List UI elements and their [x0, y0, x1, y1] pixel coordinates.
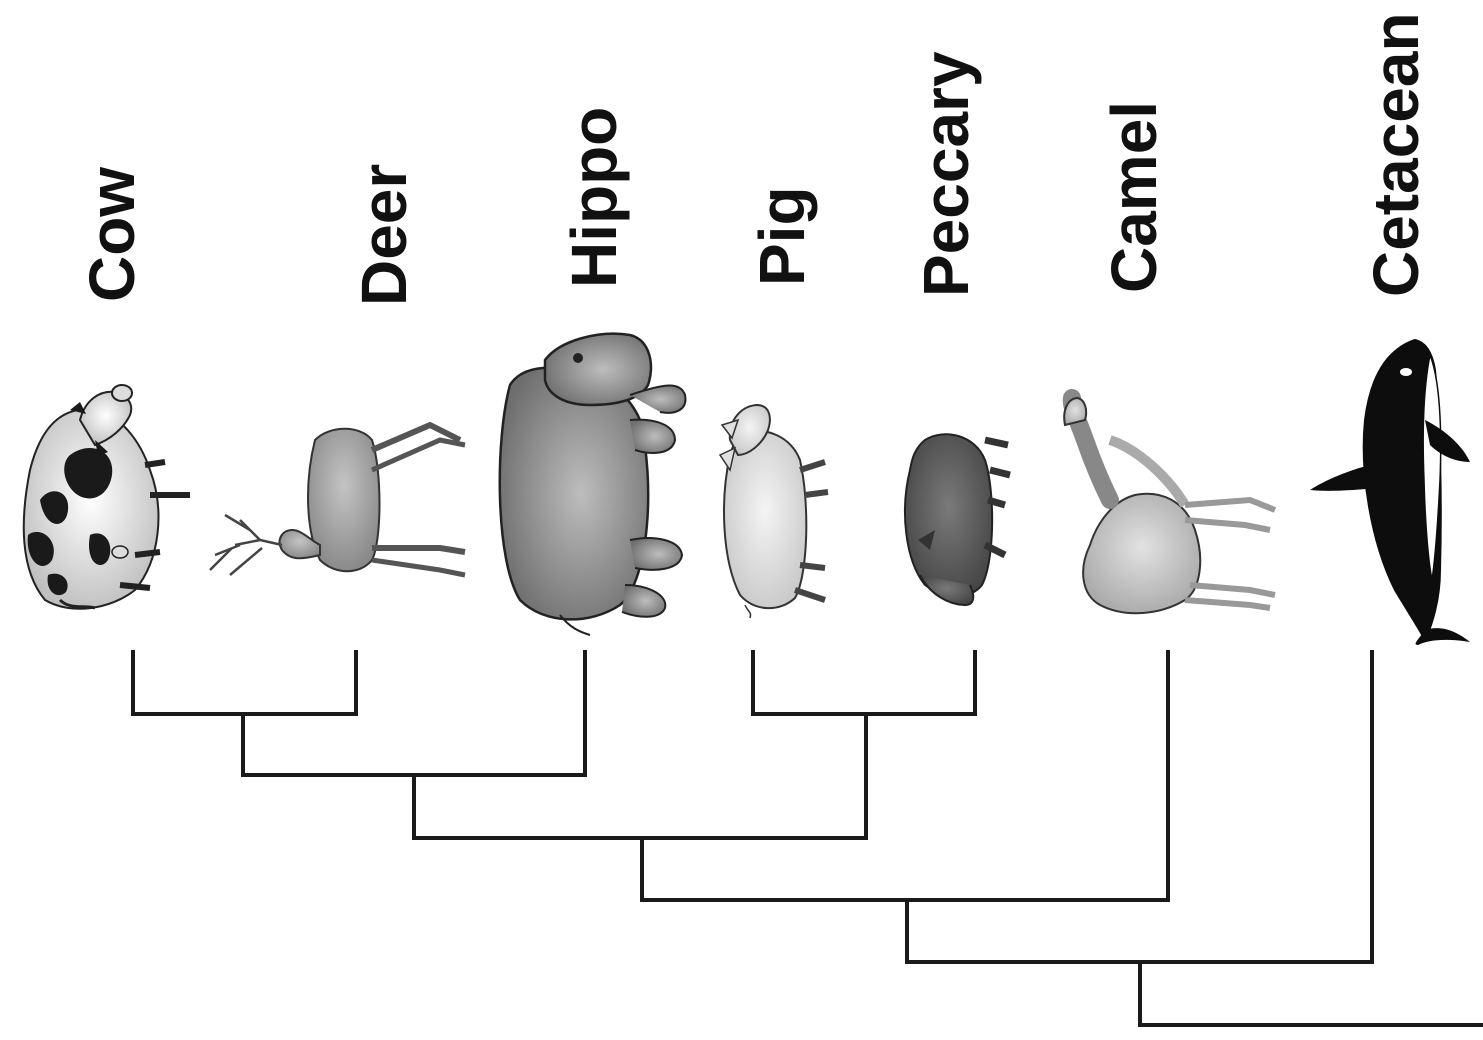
whale-icon	[1310, 338, 1470, 645]
branch-pig-peccary	[751, 650, 977, 716]
taxon-labels: Cow Deer Hippo Pig Peccary Camel Cetacea…	[76, 12, 1432, 306]
deer-icon	[209, 421, 466, 578]
hippo-icon	[498, 332, 687, 636]
pig-icon	[718, 403, 829, 619]
tree-branches	[131, 650, 1483, 1027]
taxon-label-cow: Cow	[76, 167, 148, 302]
cow-icon	[22, 384, 190, 610]
branch-camel-join	[640, 650, 1170, 902]
taxon-label-pig: Pig	[746, 186, 818, 286]
taxon-label-camel: Camel	[1098, 101, 1170, 293]
taxon-label-cetacean: Cetacean	[1360, 12, 1432, 297]
branch-cow-deer	[131, 650, 358, 716]
branch-root	[1138, 960, 1483, 1027]
taxon-label-peccary: Peccary	[910, 51, 982, 297]
taxon-label-hippo: Hippo	[558, 107, 630, 288]
peccary-icon	[904, 433, 1011, 607]
taxon-label-deer: Deer	[348, 164, 420, 306]
camel-icon	[1062, 389, 1277, 615]
